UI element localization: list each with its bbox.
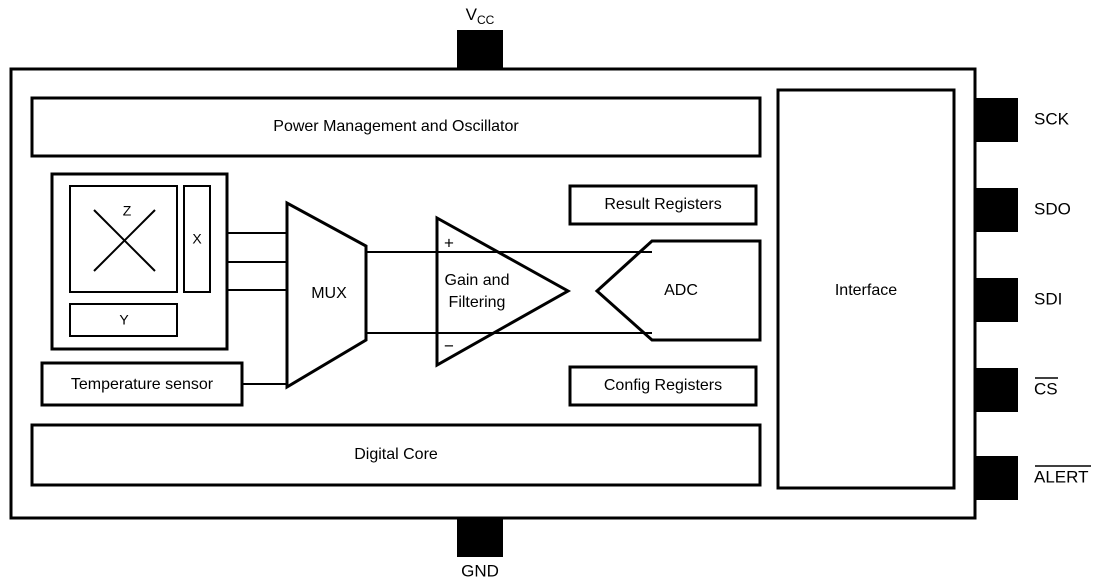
block-power-management bbox=[30, 96, 762, 158]
label-power-management: Power Management and Oscillator bbox=[273, 118, 519, 135]
pad-sdo bbox=[976, 188, 1018, 232]
block-amplifier bbox=[435, 215, 572, 368]
label-amplifier-minus: − bbox=[444, 336, 454, 355]
label-digital-core: Digital Core bbox=[354, 446, 438, 463]
label-result-registers: Result Registers bbox=[604, 196, 721, 213]
block-temperature-sensor bbox=[40, 361, 244, 407]
block-interface bbox=[776, 88, 956, 490]
label-amplifier-line1: Gain and bbox=[445, 272, 510, 289]
label-vcc: VCC bbox=[466, 5, 495, 27]
label-temperature-sensor: Temperature sensor bbox=[71, 376, 214, 393]
block-axis-z bbox=[69, 185, 178, 293]
label-mux: MUX bbox=[311, 285, 347, 302]
block-axis-y bbox=[69, 303, 178, 337]
pad-cs bbox=[976, 368, 1018, 412]
label-amplifier-plus: + bbox=[444, 233, 454, 252]
label-config-registers: Config Registers bbox=[604, 377, 722, 394]
label-axis-x: X bbox=[192, 231, 202, 247]
label-vcc-subscript: CC bbox=[477, 13, 495, 27]
label-pin-sck: SCK bbox=[1034, 109, 1070, 128]
label-vcc-main: V bbox=[466, 5, 478, 24]
label-gnd: GND bbox=[461, 561, 499, 580]
block-axis-x bbox=[183, 185, 211, 293]
block-config-registers bbox=[568, 365, 758, 407]
label-pin-sdo: SDO bbox=[1034, 199, 1071, 218]
label-pin-sdi: SDI bbox=[1034, 289, 1062, 308]
block-result-registers bbox=[568, 184, 758, 226]
label-pin-cs: CS bbox=[1034, 379, 1058, 398]
block-digital-core bbox=[30, 423, 762, 487]
pad-sdi bbox=[976, 278, 1018, 322]
block-adc bbox=[594, 239, 762, 342]
label-amplifier-line2: Filtering bbox=[449, 294, 506, 311]
pad-vcc bbox=[457, 30, 503, 70]
pad-sck bbox=[976, 98, 1018, 142]
block-mux bbox=[285, 200, 368, 390]
axis-z-cross-line-2 bbox=[93, 209, 156, 272]
label-axis-z: Z bbox=[123, 203, 132, 219]
pad-gnd bbox=[457, 517, 503, 557]
pad-alert bbox=[976, 456, 1018, 500]
label-interface: Interface bbox=[835, 282, 897, 299]
label-pin-alert: ALERT bbox=[1034, 467, 1089, 486]
label-adc: ADC bbox=[664, 282, 698, 299]
label-axis-y: Y bbox=[119, 312, 129, 328]
